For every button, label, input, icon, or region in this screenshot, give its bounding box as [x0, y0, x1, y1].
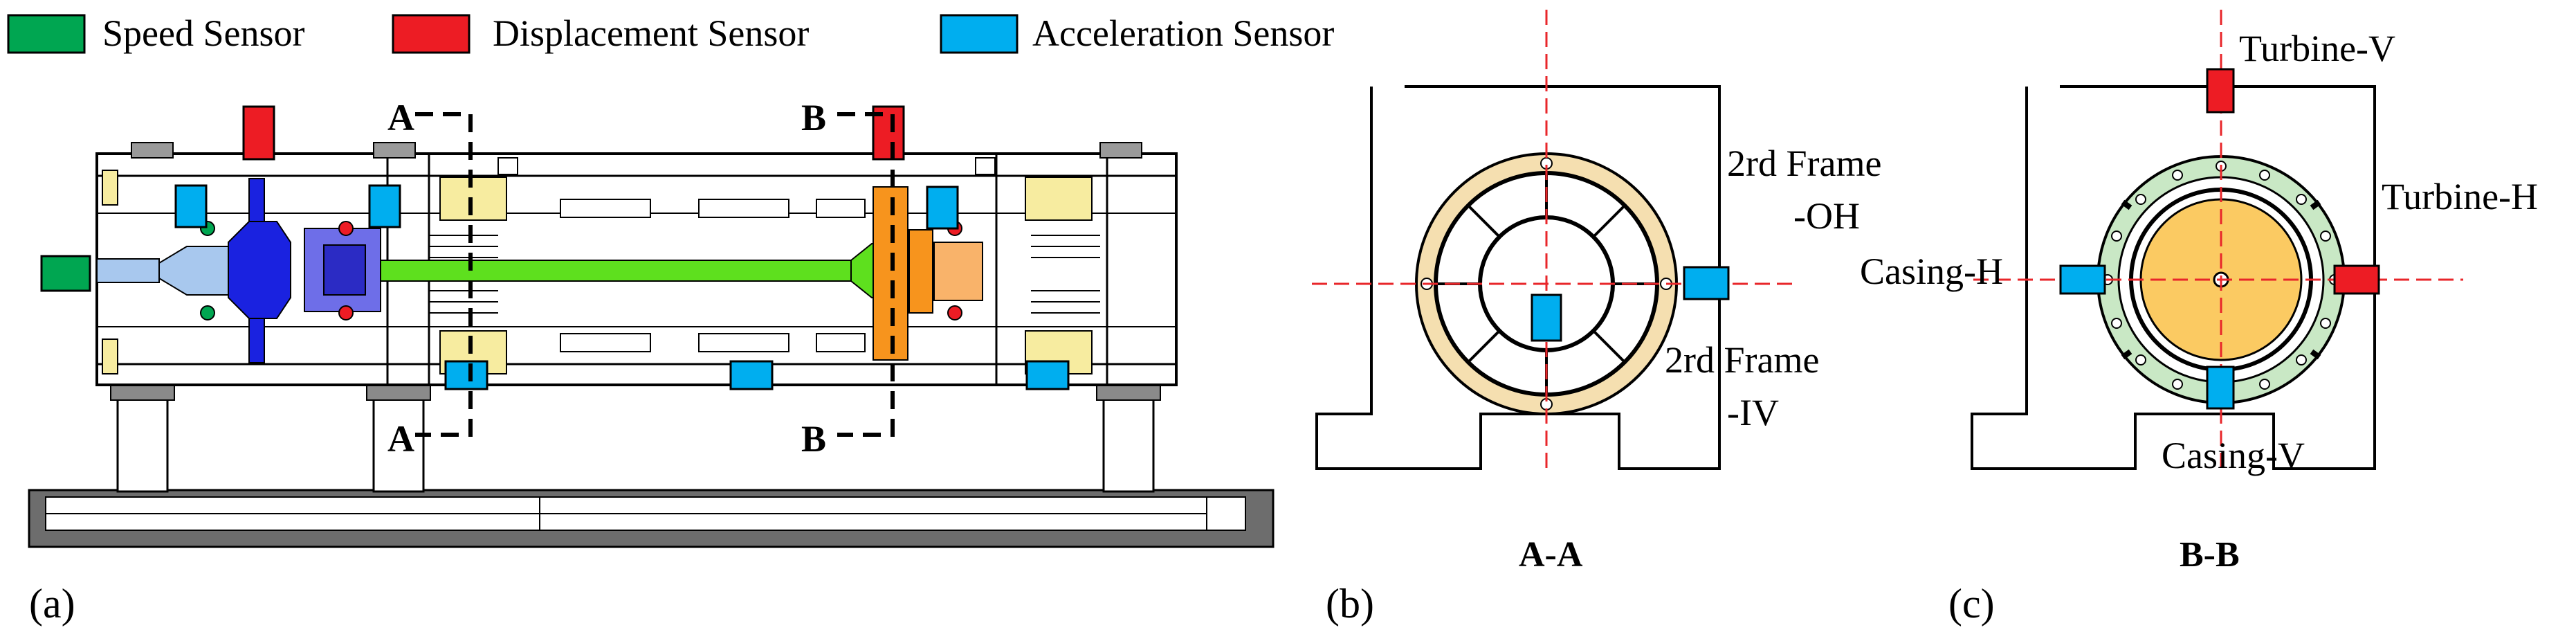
orange-disk — [873, 186, 983, 361]
bearing-supports — [102, 170, 1100, 374]
acceleration-sensor-4 — [444, 360, 488, 390]
acceleration-sensor-2 — [368, 184, 401, 228]
legend-label-displacement: Displacement Sensor — [493, 12, 809, 54]
section-b-b-diagram: Turbine-V Turbine-H Casing-H Casing-V B-… — [1860, 10, 2538, 575]
legend: Speed Sensor Displacement Sensor Acceler… — [7, 12, 1334, 54]
casing-h-label: Casing-H — [1860, 251, 2003, 292]
blue-disk — [200, 178, 381, 363]
frame-oh-sensor — [1683, 266, 1730, 300]
frame-iv-sensor — [1531, 294, 1562, 342]
turbine-v-sensor — [2206, 68, 2235, 114]
sensor-label-oh-line1: 2rd Frame — [1727, 143, 1881, 184]
legend-swatch-acceleration — [940, 14, 1018, 54]
section-a-a-diagram: 2rd Frame -OH 2rd Frame -IV A-A — [1312, 10, 1881, 575]
speed-sensor — [40, 255, 91, 292]
acceleration-sensor-6 — [1025, 360, 1070, 390]
casing-h-sensor — [2059, 264, 2106, 295]
turbine-h-sensor — [2333, 264, 2380, 295]
section-b-b-title: B-B — [2180, 535, 2240, 575]
section-a-bottom-label: A — [387, 418, 414, 460]
sensor-label-oh-line2: -OH — [1793, 195, 1860, 237]
rotor-rig-diagram: A A B B — [28, 97, 1275, 548]
support-pillars — [110, 380, 1161, 493]
turbine-h-label: Turbine-H — [2382, 176, 2538, 217]
legend-label-speed: Speed Sensor — [102, 12, 304, 54]
section-a-a-title: A-A — [1519, 535, 1583, 575]
acceleration-sensor-1 — [174, 184, 208, 228]
section-b-top-label: B — [801, 97, 826, 138]
sensor-label-iv-line1: 2rd Frame — [1665, 339, 1819, 381]
acceleration-sensor-5 — [729, 360, 774, 390]
displacement-sensor-1 — [242, 105, 275, 161]
section-cuts — [415, 112, 895, 437]
section-a-top-label: A — [387, 97, 414, 138]
panel-c-label: (c) — [1948, 581, 1995, 626]
legend-swatch-speed — [7, 14, 86, 54]
legend-swatch-displacement — [392, 14, 471, 54]
section-b-bottom-label: B — [801, 418, 826, 460]
legend-label-acceleration: Acceleration Sensor — [1032, 12, 1334, 54]
sensor-label-iv-line2: -IV — [1727, 392, 1779, 433]
panel-a-label: (a) — [29, 581, 75, 626]
turbine-v-label: Turbine-V — [2239, 28, 2395, 69]
acceleration-sensor-3 — [926, 186, 959, 230]
panel-b-label: (b) — [1326, 581, 1374, 626]
casing-v-sensor — [2206, 365, 2235, 410]
casing-v-label: Casing-V — [2162, 435, 2305, 476]
